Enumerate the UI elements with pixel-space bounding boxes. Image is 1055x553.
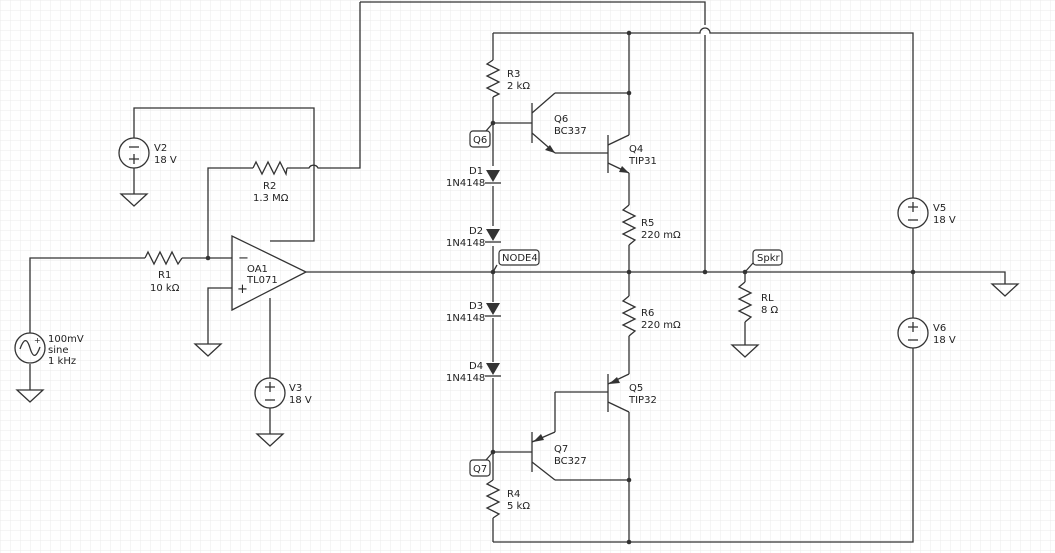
ground-symbols (15, 193, 1020, 447)
ground-icon (15, 389, 45, 403)
net-label-spkr[interactable]: Spkr (744, 249, 783, 273)
d1-value: 1N4148 (446, 178, 485, 189)
d4-ref: D4 (469, 361, 483, 372)
opamp-minus-sign: − (238, 251, 249, 266)
opamp-plus-sign: + (237, 282, 248, 297)
d2-ref: D2 (469, 226, 483, 237)
v3-value: 18 V (289, 395, 312, 406)
r1-value: 10 kΩ (150, 283, 180, 294)
source-sine[interactable]: + 100mV sine 1 kHz (14, 332, 84, 367)
resistor-r3[interactable]: R3 2 kΩ (485, 59, 530, 98)
v6-value: 18 V (933, 335, 956, 346)
diode-d1[interactable]: D1 1N4148 (446, 166, 501, 189)
oa1-value: TL071 (246, 275, 278, 286)
resistor-r1[interactable]: R1 10 kΩ (144, 250, 183, 294)
v2-ref: V2 (154, 143, 167, 154)
r4-value: 5 kΩ (507, 501, 530, 512)
v5-ref: V5 (933, 203, 946, 214)
sine-frequency: 1 kHz (48, 356, 76, 367)
transistor-q6[interactable]: Q6 BC337 (531, 92, 587, 154)
d1-ref: D1 (469, 166, 483, 177)
q7-value: BC327 (554, 456, 587, 467)
svg-text:Spkr: Spkr (757, 253, 780, 264)
d2-value: 1N4148 (446, 238, 485, 249)
diode-d4[interactable]: D4 1N4148 (446, 361, 501, 384)
r3-ref: R3 (507, 69, 520, 80)
resistor-r2[interactable]: R2 1.3 MΩ (252, 160, 289, 204)
diode-d2[interactable]: D2 1N4148 (446, 226, 501, 249)
r2-ref: R2 (263, 181, 276, 192)
rl-value: 8 Ω (761, 305, 779, 316)
ground-icon (119, 193, 149, 207)
resistor-rl[interactable]: RL 8 Ω (737, 281, 779, 323)
transistor-q4[interactable]: Q4 TIP31 (607, 134, 657, 174)
diode-d3[interactable]: D3 1N4148 (446, 301, 501, 324)
svg-text:Q6: Q6 (473, 135, 487, 146)
source-v5[interactable]: V5 18 V (897, 197, 956, 229)
ground-icon (990, 283, 1020, 297)
resistor-r6[interactable]: R6 220 mΩ (621, 295, 681, 337)
q4-ref: Q4 (629, 144, 643, 155)
q4-value: TIP31 (628, 156, 657, 167)
svg-text:NODE4: NODE4 (502, 253, 538, 264)
rl-ref: RL (761, 293, 774, 304)
net-label-q6[interactable]: Q6 (469, 122, 494, 148)
ground-icon (193, 343, 223, 357)
sine-shape: sine (48, 345, 68, 356)
oa1-ref: OA1 (247, 264, 268, 275)
net-label-q7[interactable]: Q7 (469, 451, 494, 477)
q6-ref: Q6 (554, 114, 568, 125)
v3-ref: V3 (289, 383, 302, 394)
r3-value: 2 kΩ (507, 81, 530, 92)
r5-value: 220 mΩ (641, 230, 681, 241)
v6-ref: V6 (933, 323, 946, 334)
q6-value: BC337 (554, 126, 587, 137)
opamp-oa1[interactable]: − + OA1 TL071 (231, 234, 308, 312)
ground-icon (730, 344, 760, 358)
sine-plus-sign: + (34, 336, 41, 345)
net-label-node4[interactable]: NODE4 (492, 249, 540, 273)
d3-value: 1N4148 (446, 313, 485, 324)
d4-value: 1N4148 (446, 373, 485, 384)
q5-value: TIP32 (628, 395, 657, 406)
transistor-q7[interactable]: Q7 BC327 (531, 431, 587, 481)
source-v2[interactable]: V2 18 V (118, 137, 177, 169)
r1-ref: R1 (158, 270, 171, 281)
q7-ref: Q7 (554, 444, 568, 455)
r5-ref: R5 (641, 218, 654, 229)
source-v6[interactable]: V6 18 V (897, 317, 956, 349)
r4-ref: R4 (507, 489, 520, 500)
svg-text:Q7: Q7 (473, 464, 487, 475)
sine-amplitude: 100mV (48, 334, 84, 345)
v5-value: 18 V (933, 215, 956, 226)
source-v3[interactable]: V3 18 V (254, 377, 312, 409)
v2-value: 18 V (154, 155, 177, 166)
q5-ref: Q5 (629, 383, 643, 394)
ground-icon (255, 433, 285, 447)
r2-value: 1.3 MΩ (253, 193, 289, 204)
r6-value: 220 mΩ (641, 320, 681, 331)
resistor-r4[interactable]: R4 5 kΩ (485, 479, 530, 519)
r6-ref: R6 (641, 308, 654, 319)
resistor-r5[interactable]: R5 220 mΩ (621, 204, 681, 246)
transistor-q5[interactable]: Q5 TIP32 (607, 373, 657, 413)
d3-ref: D3 (469, 301, 483, 312)
